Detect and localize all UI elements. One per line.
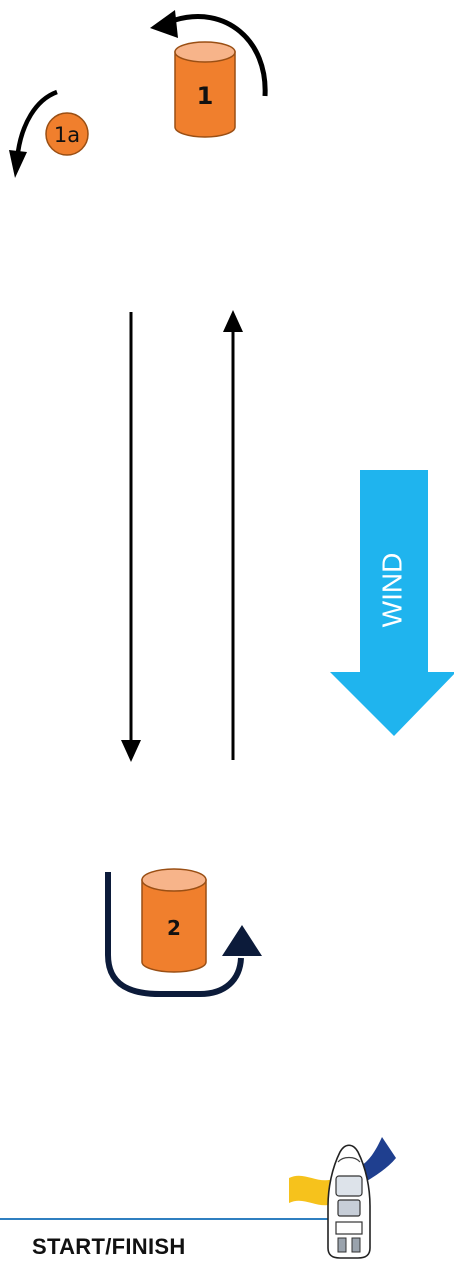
committee-boat-icon xyxy=(289,1137,396,1259)
start-finish-label: START/FINISH xyxy=(32,1234,186,1259)
mark2-rounding-arrow xyxy=(105,872,262,997)
mark1-label: 1 xyxy=(197,82,214,110)
mark1a-rounding-arrow xyxy=(9,89,58,178)
flag-icon xyxy=(289,1175,336,1206)
mark2-label: 2 xyxy=(167,916,181,940)
upwind-leg-arrow xyxy=(223,310,243,760)
wind-label: WIND xyxy=(376,553,407,628)
downwind-leg-arrow xyxy=(121,312,141,762)
wind-arrow-icon: WIND xyxy=(330,470,454,736)
mark1a-label: 1a xyxy=(54,123,80,147)
mark1-rounding-arrow xyxy=(150,10,268,97)
mark1-buoy-icon: 1 xyxy=(174,41,236,138)
mark2-buoy-icon: 2 xyxy=(141,868,207,973)
mark1a-buoy-icon: 1a xyxy=(45,112,89,156)
